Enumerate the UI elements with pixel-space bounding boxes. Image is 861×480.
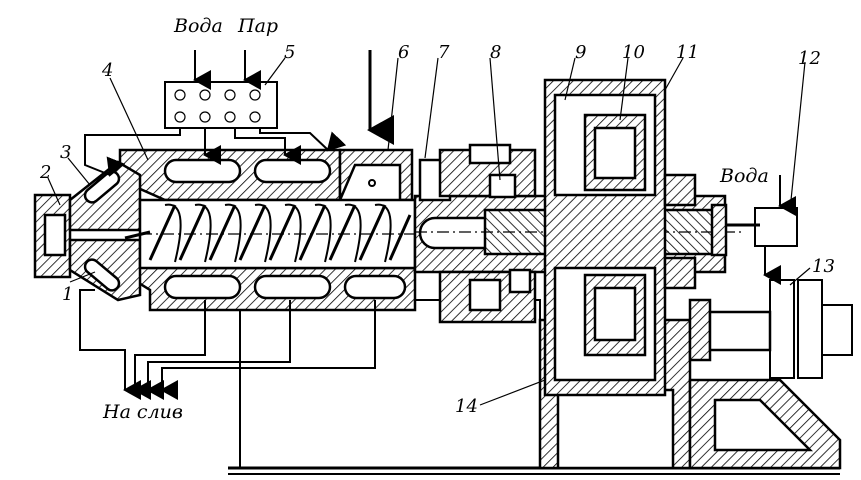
motor-coupling <box>688 279 853 379</box>
water-steam-manifold <box>84 50 394 177</box>
bearing-housing <box>418 143 537 324</box>
leader-lines <box>47 57 811 406</box>
screw <box>124 198 430 270</box>
callout-11: 11 <box>676 42 699 63</box>
callout-6: 6 <box>398 42 409 63</box>
callout-12: 12 <box>798 48 821 69</box>
callout-9: 9 <box>575 42 586 63</box>
barrel-upper-jacket <box>118 148 342 202</box>
callout-10: 10 <box>622 42 645 63</box>
rotary-joint <box>725 175 798 285</box>
callout-2: 2 <box>39 162 51 183</box>
barrel-lower-jacket <box>109 263 417 312</box>
gearbox <box>543 78 697 397</box>
callout-3: 3 <box>60 142 71 163</box>
water-outlet-label: Вода <box>719 165 769 187</box>
callout-14: 14 <box>455 396 478 417</box>
callout-5: 5 <box>284 42 295 63</box>
drain-piping <box>79 289 376 400</box>
steam-inlet-label: Пар <box>237 15 278 37</box>
callout-7: 7 <box>438 42 450 63</box>
die-head <box>33 160 142 302</box>
feed-hopper <box>338 148 414 202</box>
drain-label: На слив <box>102 401 183 423</box>
callout-8: 8 <box>490 42 501 63</box>
water-inlet-label: Вода <box>173 15 223 37</box>
callout-4: 4 <box>101 60 113 81</box>
callout-13: 13 <box>812 256 835 277</box>
callout-1: 1 <box>62 284 73 305</box>
